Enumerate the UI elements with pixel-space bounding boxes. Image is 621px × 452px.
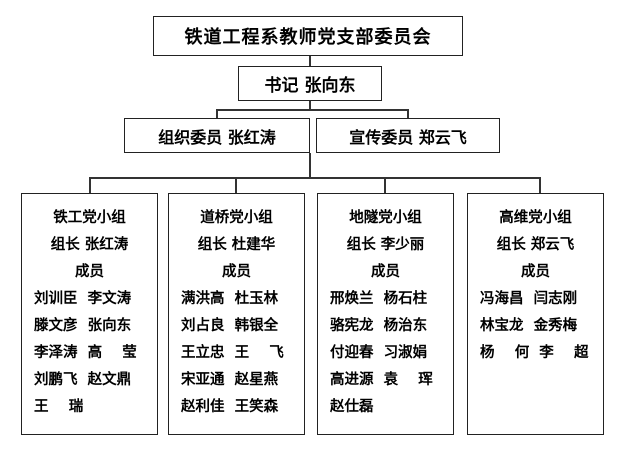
org-member-box: 组织委员 张红涛 (124, 118, 310, 153)
member-row: 赵仕磊 (330, 398, 374, 415)
connector-secretary-down (309, 101, 311, 109)
member-row: 刘占良 韩银全 (181, 317, 279, 334)
group-members-label: 成员 (521, 263, 550, 280)
connector-roles-down (309, 153, 311, 177)
member-row: 王 瑞 (34, 398, 84, 415)
group-box-tiegong: 铁工党小组 组长 张红涛 成员 刘训臣 李文涛 滕文彦 张向东 李泽涛 高 莹 … (21, 193, 158, 435)
committee-title: 铁道工程系教师党支部委员会 (184, 27, 432, 48)
group-title: 高维党小组 (499, 209, 572, 226)
group-title: 地隧党小组 (349, 209, 422, 226)
member-row: 刘鹏飞 赵文鼎 (34, 371, 132, 388)
member-row: 滕文彦 张向东 (34, 317, 132, 334)
connector-group4-drop (539, 177, 541, 193)
group-box-daoqiao: 道桥党小组 组长 杜建华 成员 满洪高 杜玉林 刘占良 韩银全 王立忠 王 飞 … (168, 193, 305, 435)
member-row: 冯海昌 闫志刚 (480, 290, 578, 307)
secretary-box: 书记 张向东 (238, 66, 382, 101)
member-row: 林宝龙 金秀梅 (480, 317, 578, 334)
member-row: 李泽涛 高 莹 (34, 344, 137, 361)
group-members-label: 成员 (222, 263, 251, 280)
connector-roles-horizontal (216, 109, 408, 111)
member-row: 刘训臣 李文涛 (34, 290, 132, 307)
group-title: 铁工党小组 (53, 209, 126, 226)
committee-title-box: 铁道工程系教师党支部委员会 (153, 16, 463, 56)
member-row: 宋亚通 赵星燕 (181, 371, 279, 388)
member-row: 满洪高 杜玉林 (181, 290, 279, 307)
group-title: 道桥党小组 (200, 209, 273, 226)
connector-title-to-secretary (309, 56, 311, 66)
group-box-disui: 地隧党小组 组长 李少丽 成员 邢焕兰 杨石柱 骆宪龙 杨治东 付迎春 习淑娟 … (317, 193, 454, 435)
org-member-label: 组织委员 张红涛 (158, 127, 276, 147)
connector-group2-drop (235, 177, 237, 193)
member-row: 赵利佳 王笑森 (181, 398, 279, 415)
group-leader: 组长 李少丽 (346, 236, 425, 253)
member-row: 王立忠 王 飞 (181, 344, 284, 361)
member-row: 付迎春 习淑娟 (330, 344, 428, 361)
member-row: 骆宪龙 杨治东 (330, 317, 428, 334)
member-row: 高进源 袁 珲 (330, 371, 433, 388)
group-box-gaowei: 高维党小组 组长 郑云飞 成员 冯海昌 闫志刚 林宝龙 金秀梅 杨 何 李 超 (467, 193, 604, 435)
group-members-label: 成员 (371, 263, 400, 280)
group-leader: 组长 张红涛 (50, 236, 129, 253)
group-members-label: 成员 (75, 263, 104, 280)
member-row: 杨 何 李 超 (480, 344, 589, 361)
propaganda-member-box: 宣传委员 郑云飞 (316, 118, 500, 153)
connector-group3-drop (384, 177, 386, 193)
propaganda-member-label: 宣传委员 郑云飞 (349, 127, 467, 147)
member-row: 邢焕兰 杨石柱 (330, 290, 428, 307)
connector-pro-drop (407, 109, 409, 118)
connector-groups-horizontal (89, 177, 540, 179)
group-leader: 组长 郑云飞 (496, 236, 575, 253)
connector-org-drop (216, 109, 218, 118)
secretary-label: 书记 张向东 (264, 76, 356, 96)
group-leader: 组长 杜建华 (197, 236, 276, 253)
connector-group1-drop (89, 177, 91, 193)
